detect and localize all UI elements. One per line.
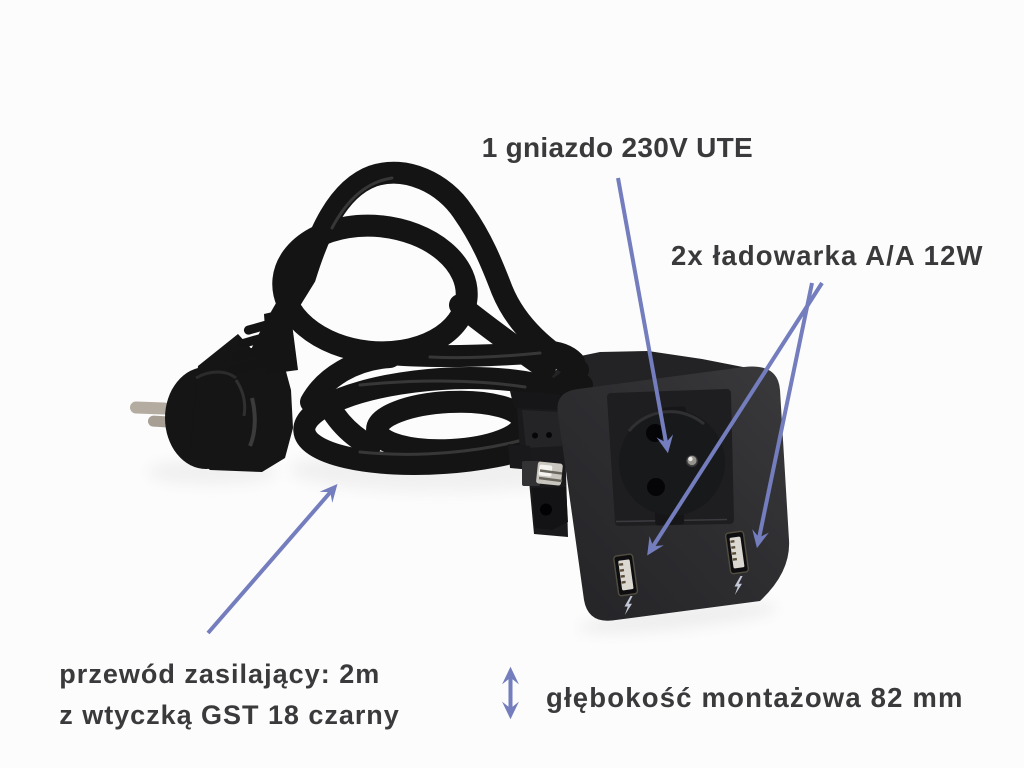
svg-text:przewód zasilający: 2m: przewód zasilający: 2m	[59, 659, 379, 689]
svg-text:z wtyczką GST 18 czarny: z wtyczką GST 18 czarny	[59, 700, 399, 730]
svg-text:głębokość montażowa 82 mm: głębokość montażowa 82 mm	[546, 682, 963, 713]
svg-text:2x ładowarka A/A 12W: 2x ładowarka A/A 12W	[671, 240, 983, 271]
svg-text:1 gniazdo 230V UTE: 1 gniazdo 230V UTE	[482, 132, 753, 163]
